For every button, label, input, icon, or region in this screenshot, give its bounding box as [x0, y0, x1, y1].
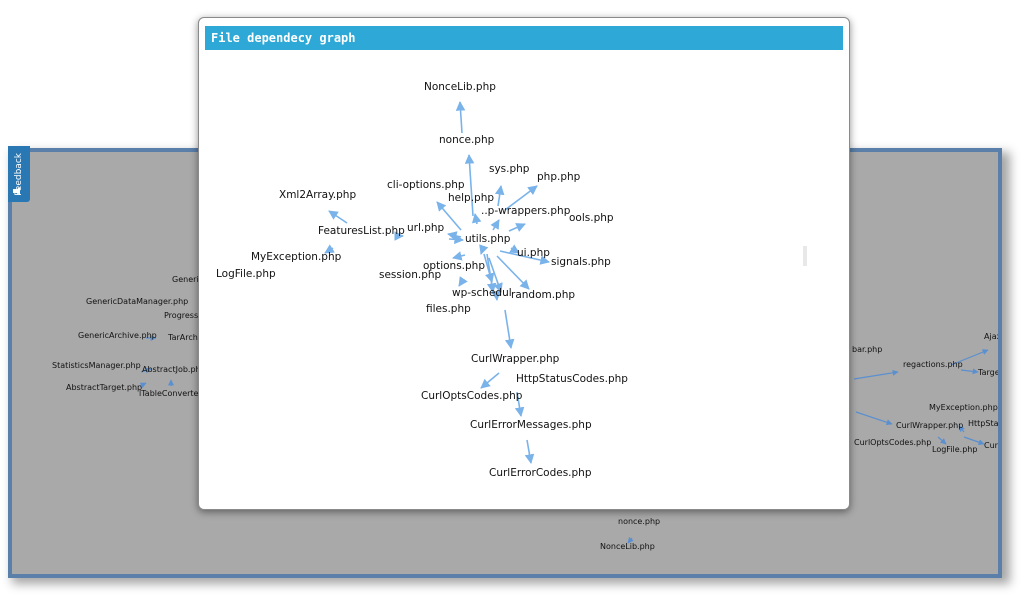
graph-node[interactable]: CurlErrorCodes.php [489, 467, 592, 479]
bg-label: bar.php [852, 345, 882, 354]
bg-label: TargetCo [977, 368, 998, 377]
graph-edge [509, 244, 520, 254]
bg-label: nonce.php [618, 517, 660, 526]
background-graph-area: Generic GenericDataManager.php ProgressM… [16, 158, 1013, 568]
graph-node[interactable]: NonceLib.php [424, 81, 496, 93]
modal-title: File dependecy graph [205, 26, 843, 50]
graph-edge [455, 101, 466, 134]
graph-edge [458, 276, 468, 287]
graph-node[interactable]: FeaturesList.php [318, 225, 405, 237]
graph-node[interactable]: LogFile.php [216, 268, 276, 280]
bg-edge [139, 382, 147, 389]
bg-label: CurlWrapper.php [896, 421, 963, 430]
graph-node[interactable]: ui.php [517, 247, 550, 259]
graph-edge [436, 201, 462, 231]
bg-label: GenericDataManager.php [86, 297, 188, 306]
graph-edge [328, 210, 348, 224]
bg-label: LogFile.php [932, 445, 977, 454]
bg-label: regactions.php [903, 360, 963, 369]
bg-label: ProgressM [164, 311, 205, 320]
graph-edge [488, 257, 503, 293]
bg-label: NonceLib.php [600, 542, 655, 551]
bg-label: StatisticsManager.php [52, 361, 141, 370]
graph-edge [508, 223, 526, 232]
graph-edge [496, 255, 530, 290]
bg-label: lTableConverter. [139, 389, 204, 398]
graph-node[interactable]: nonce.php [439, 134, 495, 146]
graph-edge [471, 213, 482, 225]
graph-node[interactable]: CurlWrapper.php [471, 353, 560, 365]
graph-edge [491, 290, 501, 301]
bg-label: CurlErr [984, 441, 998, 450]
bg-edge [960, 368, 979, 375]
graph-edge [524, 439, 535, 464]
dependency-graph-modal: File dependecy graph [198, 17, 850, 510]
bg-label: TarArchiv [167, 333, 205, 342]
graph-node[interactable]: url.php [407, 222, 445, 234]
bg-edge [855, 411, 893, 426]
graph-node[interactable]: options.php [423, 260, 485, 272]
graph-edge [480, 372, 500, 389]
scroll-indicator [803, 246, 807, 266]
graph-node[interactable]: CurlErrorMessages.php [470, 419, 592, 431]
graph-node[interactable]: MyException.php [251, 251, 342, 263]
bg-label: CurlOptsCodes.php [854, 438, 931, 447]
bg-label: HttpStatus [968, 419, 998, 428]
feedback-tab[interactable]: Feedback [8, 146, 30, 202]
graph-edge [490, 219, 500, 231]
megaphone-icon [12, 186, 22, 196]
graph-node[interactable]: utils.php [465, 233, 511, 245]
bg-label: Generic [172, 275, 203, 284]
graph-edge [514, 391, 525, 417]
graph-node[interactable]: ..p-wrappers.php [481, 205, 571, 217]
graph-edge [324, 244, 335, 254]
bg-label: AjaxRe [984, 332, 998, 341]
graph-node[interactable]: cli-options.php [387, 179, 465, 191]
bg-label: GenericArchive.php [78, 331, 157, 340]
graph-edge [447, 231, 462, 241]
graph-edge [464, 154, 475, 217]
bg-label: AbstractJob.php [142, 365, 206, 374]
graph-node[interactable]: sys.php [489, 163, 530, 175]
graph-node[interactable]: help.php [448, 192, 494, 204]
bg-edge [958, 425, 965, 433]
graph-edge [494, 185, 505, 207]
graph-node[interactable]: HttpStatusCodes.php [516, 373, 628, 385]
graph-node[interactable]: ools.php [569, 212, 614, 224]
graph-node[interactable]: wp-schedul [452, 287, 512, 299]
graph-edge [448, 234, 464, 245]
bg-edge [950, 349, 989, 366]
bg-edge [853, 369, 899, 380]
bg-label: MyException.php [929, 403, 998, 412]
graph-edge [479, 244, 489, 255]
graph-edge [452, 251, 466, 261]
graph-node[interactable]: random.php [511, 289, 575, 301]
graph-edge [499, 250, 550, 265]
graph-node[interactable]: signals.php [551, 256, 611, 268]
bg-edge [140, 367, 152, 374]
bg-label: AbstractTarget.php [66, 383, 142, 392]
graph-edge [504, 309, 515, 349]
graph-node[interactable]: CurlOptsCodes.php [421, 390, 523, 402]
graph-edge [483, 253, 495, 283]
bg-edge [627, 536, 634, 544]
graph-node[interactable]: session.php [379, 269, 442, 281]
graph-node[interactable]: php.php [537, 171, 581, 183]
graph-node[interactable]: Xml2Array.php [279, 189, 356, 201]
bg-edge [937, 436, 947, 445]
bg-edge [963, 436, 985, 446]
graph-edge [504, 185, 538, 211]
background-graph-svg: Generic GenericDataManager.php ProgressM… [52, 275, 1013, 551]
dependency-graph: NonceLib.php nonce.php sys.php php.php c… [216, 81, 628, 479]
graph-node[interactable]: files.php [426, 303, 471, 315]
